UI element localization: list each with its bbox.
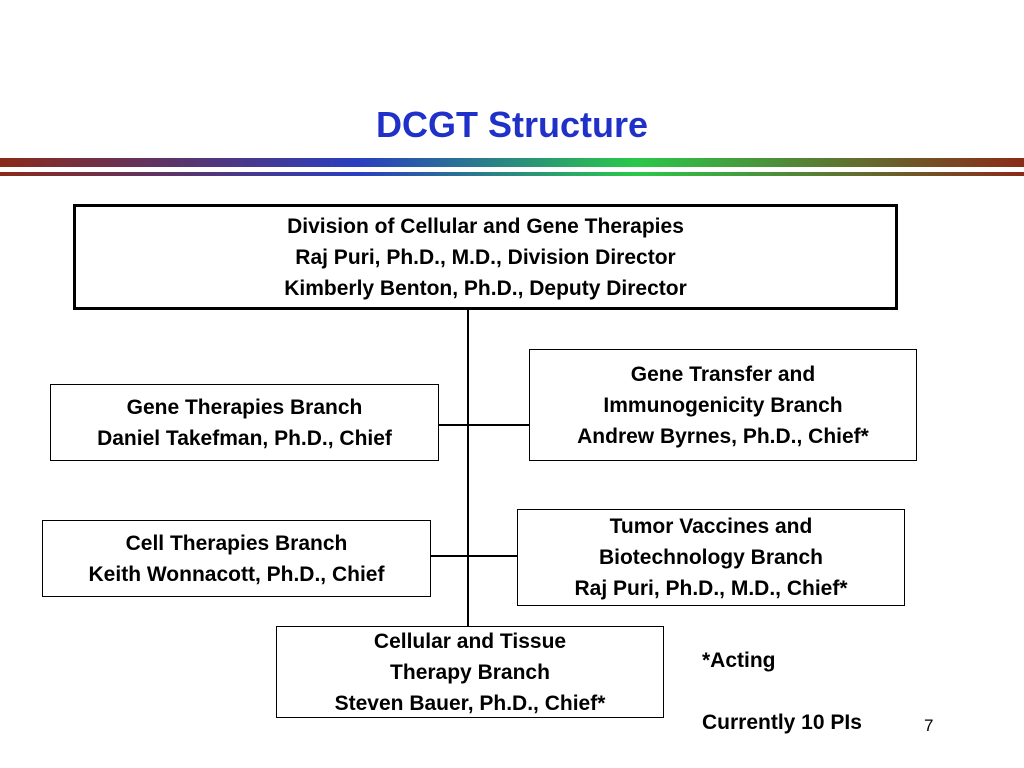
tumor-vaccines-branch-box: Tumor Vaccines and Biotechnology Branch …	[517, 509, 905, 606]
acting-note: *Acting	[702, 649, 776, 672]
division-name: Division of Cellular and Gene Therapies	[287, 214, 684, 238]
branch-name-line2: Biotechnology Branch	[598, 546, 824, 569]
branch-name: Cell Therapies Branch	[125, 531, 348, 555]
branch-chief: Steven Bauer, Ph.D., Chief*	[334, 691, 606, 715]
gene-therapies-branch-box: Gene Therapies Branch Daniel Takefman, P…	[50, 384, 439, 461]
branch-name-line1: Cellular and Tissue	[373, 629, 567, 653]
connector-trunk	[467, 309, 469, 627]
branch-chief: Raj Puri, Ph.D., M.D., Chief*	[574, 577, 848, 600]
branch-name: Gene Therapies Branch	[126, 395, 363, 419]
connector-row2	[430, 555, 518, 557]
page-title: DCGT Structure	[375, 104, 649, 145]
branch-name-line2: Immunogenicity Branch	[603, 393, 843, 417]
branch-chief: Keith Wonnacott, Ph.D., Chief	[88, 562, 385, 586]
division-deputy-director: Kimberly Benton, Ph.D., Deputy Director	[284, 276, 687, 300]
page-number: 7	[924, 716, 934, 735]
division-box: Division of Cellular and Gene Therapies …	[73, 204, 898, 310]
branch-name-line1: Tumor Vaccines and	[609, 515, 813, 538]
branch-name-line2: Therapy Branch	[390, 660, 550, 684]
branch-chief: Andrew Byrnes, Ph.D., Chief*	[577, 424, 869, 448]
cellular-tissue-branch-box: Cellular and Tissue Therapy Branch Steve…	[276, 626, 664, 718]
division-director: Raj Puri, Ph.D., M.D., Division Director	[295, 245, 676, 269]
title-rule-top	[0, 158, 1024, 167]
gene-transfer-branch-box: Gene Transfer and Immunogenicity Branch …	[529, 349, 917, 461]
branch-name-line1: Gene Transfer and	[630, 362, 816, 386]
title-rule-bottom	[0, 172, 1024, 176]
cell-therapies-branch-box: Cell Therapies Branch Keith Wonnacott, P…	[42, 520, 431, 597]
branch-chief: Daniel Takefman, Ph.D., Chief	[97, 426, 392, 450]
pi-count-note: Currently 10 PIs	[702, 711, 862, 734]
connector-row1	[438, 424, 529, 426]
